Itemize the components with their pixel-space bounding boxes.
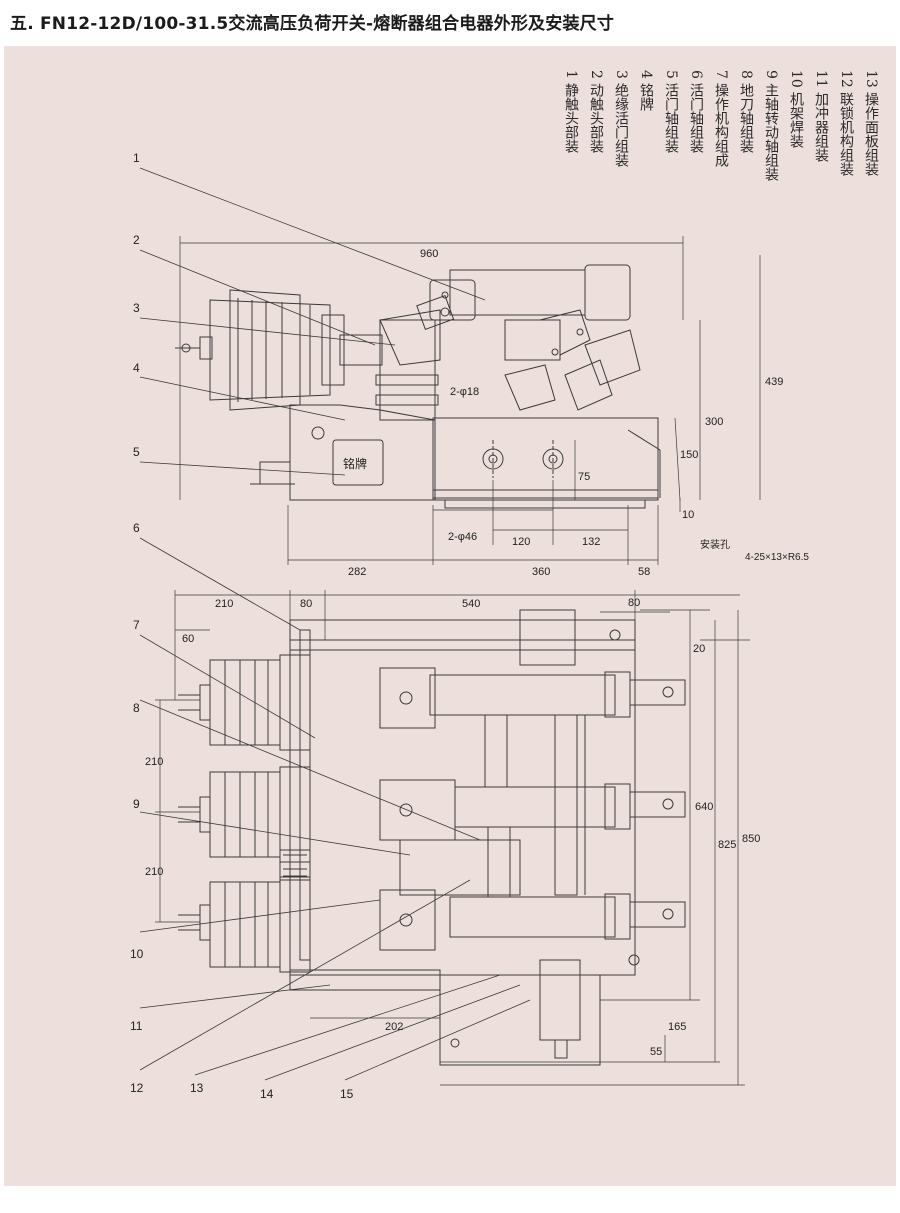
dim-202: 202	[385, 1021, 403, 1033]
callout-7: 7	[133, 618, 140, 632]
callout-1: 1	[133, 151, 140, 165]
callout-9: 9	[133, 797, 140, 811]
callout-13: 13	[190, 1081, 204, 1095]
dims-plan-labels: 210 80 540 80 60 20 210 210 640 825 850 …	[145, 597, 760, 1058]
legend-item-3: 3 绝缘活门组装	[613, 70, 629, 168]
dim-825: 825	[718, 839, 736, 851]
drawing-panel	[4, 46, 896, 1186]
dim-58: 58	[638, 566, 650, 578]
dim-20: 20	[693, 643, 705, 655]
dims-top-labels: 960 439 300 150 75 10 2-φ18 2-φ46 120 13…	[348, 248, 809, 578]
callout-8: 8	[133, 701, 140, 715]
dim-132: 132	[582, 536, 600, 548]
legend-item-2: 2 动触头部装	[588, 70, 604, 154]
callout-11: 11	[130, 1019, 143, 1033]
parts-legend: 1 静触头部装 2 动触头部装 3 绝缘活门组装 4 铭牌 5 活门轴组装 6 …	[555, 70, 885, 210]
legend-item-6: 6 活门轴组装	[688, 70, 704, 154]
side-view	[175, 236, 761, 565]
dim-165: 165	[668, 1021, 686, 1033]
callout-numbers: 1 2 3 4 5 6 7 8 9 10 11 12 13 14 15	[130, 151, 354, 1101]
phase-1	[178, 654, 686, 751]
leader-lines	[139, 167, 531, 1081]
dim-phi46: 2-φ46	[448, 531, 477, 543]
insulator-cones	[175, 289, 345, 411]
phase-3	[178, 876, 686, 973]
dim-210-mid: 210	[145, 756, 163, 768]
callout-3: 3	[133, 301, 140, 315]
dim-540: 540	[462, 598, 480, 610]
legend-item-10: 10 机架焊装	[788, 70, 804, 149]
phase-2	[178, 766, 686, 863]
legend-item-4: 4 铭牌	[638, 70, 654, 112]
dim-360: 360	[532, 566, 550, 578]
legend-item-7: 7 操作机构组成	[713, 70, 729, 168]
callout-14: 14	[260, 1087, 274, 1101]
legend-item-5: 5 活门轴组装	[663, 70, 679, 154]
dim-75: 75	[578, 471, 590, 483]
dims-top-lines	[179, 236, 761, 565]
page-title: 五. FN12-12D/100-31.5交流高压负荷开关-熔断器组合电器外形及安…	[10, 14, 615, 34]
dim-439: 439	[765, 376, 783, 388]
callout-12: 12	[130, 1081, 144, 1095]
dim-640: 640	[695, 801, 713, 813]
dim-10: 10	[682, 509, 694, 521]
dim-210-top: 210	[215, 598, 233, 610]
dims-plan-lines	[155, 590, 750, 1086]
legend-item-9: 9 主轴转动轴组装	[763, 70, 779, 182]
callout-5: 5	[133, 445, 140, 459]
legend-item-12: 12 联锁机构组装	[838, 70, 854, 177]
moving-arm	[429, 264, 641, 411]
dim-850: 850	[742, 833, 760, 845]
plan-view	[155, 590, 750, 1086]
dim-210-low: 210	[145, 866, 163, 878]
callout-4: 4	[133, 361, 140, 375]
mount-hole-label: 安装孔	[700, 538, 730, 551]
interrupter	[339, 294, 455, 421]
slot-spec: 4-25×13×R6.5	[745, 552, 809, 563]
dim-300: 300	[705, 416, 723, 428]
callout-6: 6	[133, 521, 140, 535]
callout-2: 2	[133, 233, 140, 247]
dim-120: 120	[512, 536, 530, 548]
dim-80-left: 80	[300, 598, 312, 610]
legend-item-8: 8 地刀轴组装	[738, 70, 754, 154]
callout-15: 15	[340, 1087, 354, 1101]
dim-60: 60	[182, 633, 194, 645]
nameplate-label: 铭牌	[343, 456, 367, 471]
switch-body	[250, 404, 661, 509]
callout-10: 10	[130, 947, 144, 961]
legend-item-1: 1 静触头部装	[563, 70, 579, 154]
legend-item-13: 13 操作面板组装	[863, 70, 879, 177]
dim-282: 282	[348, 566, 366, 578]
dim-phi18: 2-φ18	[450, 386, 479, 398]
dim-55: 55	[650, 1046, 662, 1058]
dim-960: 960	[420, 248, 438, 260]
dim-80-right: 80	[628, 597, 640, 609]
legend-item-11: 11 加冲器组装	[813, 70, 829, 163]
dim-150: 150	[680, 449, 698, 461]
